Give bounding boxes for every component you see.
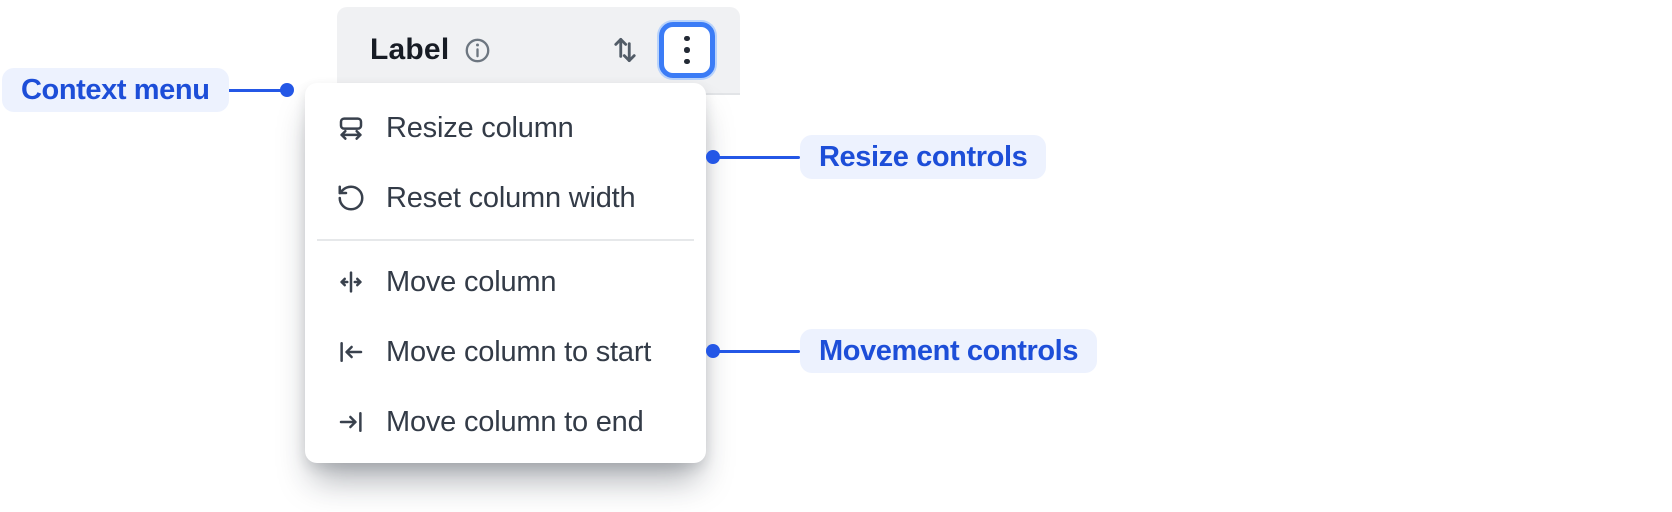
resize-controls-annotation: Resize controls <box>800 135 1047 179</box>
menu-item-label: Resize column <box>386 111 574 144</box>
context-menu-annotation: Context menu <box>2 68 229 112</box>
column-header: Label <box>337 7 740 95</box>
menu-item-move-column[interactable]: Move column <box>305 247 706 317</box>
menu-item-move-column-to-start[interactable]: Move column to start <box>305 317 706 387</box>
menu-divider <box>317 239 694 241</box>
reset-column-width-icon <box>336 183 366 213</box>
context-menu-leader-line <box>204 89 287 92</box>
move-column-to-end-icon <box>336 407 366 437</box>
context-menu-leader-dot <box>280 83 294 97</box>
move-column-to-start-icon <box>336 337 366 367</box>
movement-controls-annotation: Movement controls <box>800 329 1098 373</box>
resize-controls-leader-line <box>713 156 800 159</box>
movement-controls-leader-line <box>713 350 800 353</box>
column-header-label: Label <box>370 33 450 66</box>
resize-controls-leader-dot <box>706 150 720 164</box>
menu-item-move-column-to-end[interactable]: Move column to end <box>305 387 706 457</box>
menu-item-label: Move column <box>386 265 557 298</box>
move-column-icon <box>336 267 366 297</box>
menu-item-label: Reset column width <box>386 181 636 214</box>
menu-item-label: Move column to end <box>386 405 644 438</box>
menu-item-resize-column[interactable]: Resize column <box>305 93 706 163</box>
info-icon[interactable] <box>462 35 493 66</box>
sort-arrows-icon[interactable] <box>608 33 642 67</box>
resize-column-icon <box>336 113 366 143</box>
kebab-menu-icon <box>684 35 690 42</box>
menu-item-reset-column-width[interactable]: Reset column width <box>305 163 706 233</box>
menu-item-label: Move column to start <box>386 335 652 368</box>
column-menu-button[interactable] <box>659 22 715 78</box>
movement-controls-leader-dot <box>706 344 720 358</box>
